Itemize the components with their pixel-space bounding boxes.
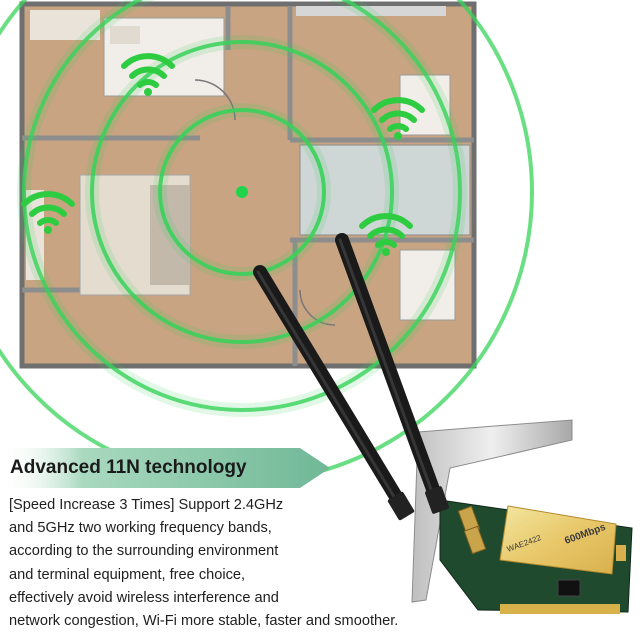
description-line: and terminal equipment, free choice, xyxy=(9,566,246,583)
banner-title: Advanced 11N technology xyxy=(10,457,247,478)
wifi-icon xyxy=(371,97,425,140)
description-line: network congestion, Wi-Fi more stable, f… xyxy=(9,613,399,630)
feature-description: [Speed Increase 3 Times] Support 2.4GHz … xyxy=(9,494,449,633)
description-line: effectively avoid wireless interference … xyxy=(9,589,279,606)
feature-banner: Advanced 11N technology xyxy=(0,448,330,488)
wifi-icon xyxy=(121,53,175,96)
antenna xyxy=(335,233,449,514)
wifi-icon xyxy=(21,191,75,234)
antenna xyxy=(253,265,415,521)
description-line: and 5GHz two working frequency bands, xyxy=(9,520,272,537)
description-line: according to the surrounding environment xyxy=(9,543,279,560)
signal-rings xyxy=(0,0,534,484)
banner-shape xyxy=(0,448,330,488)
router-dot xyxy=(236,186,248,198)
pci-bracket xyxy=(411,419,573,603)
wifi-icon xyxy=(359,213,413,256)
antenna-connector xyxy=(463,525,487,555)
card-label xyxy=(499,505,617,575)
wifi-card: 600Mbps WAE2422 xyxy=(411,419,633,614)
pcie-connector xyxy=(500,604,620,614)
description-line: [Speed Increase 3 Times] Support 2.4GHz xyxy=(9,497,284,513)
